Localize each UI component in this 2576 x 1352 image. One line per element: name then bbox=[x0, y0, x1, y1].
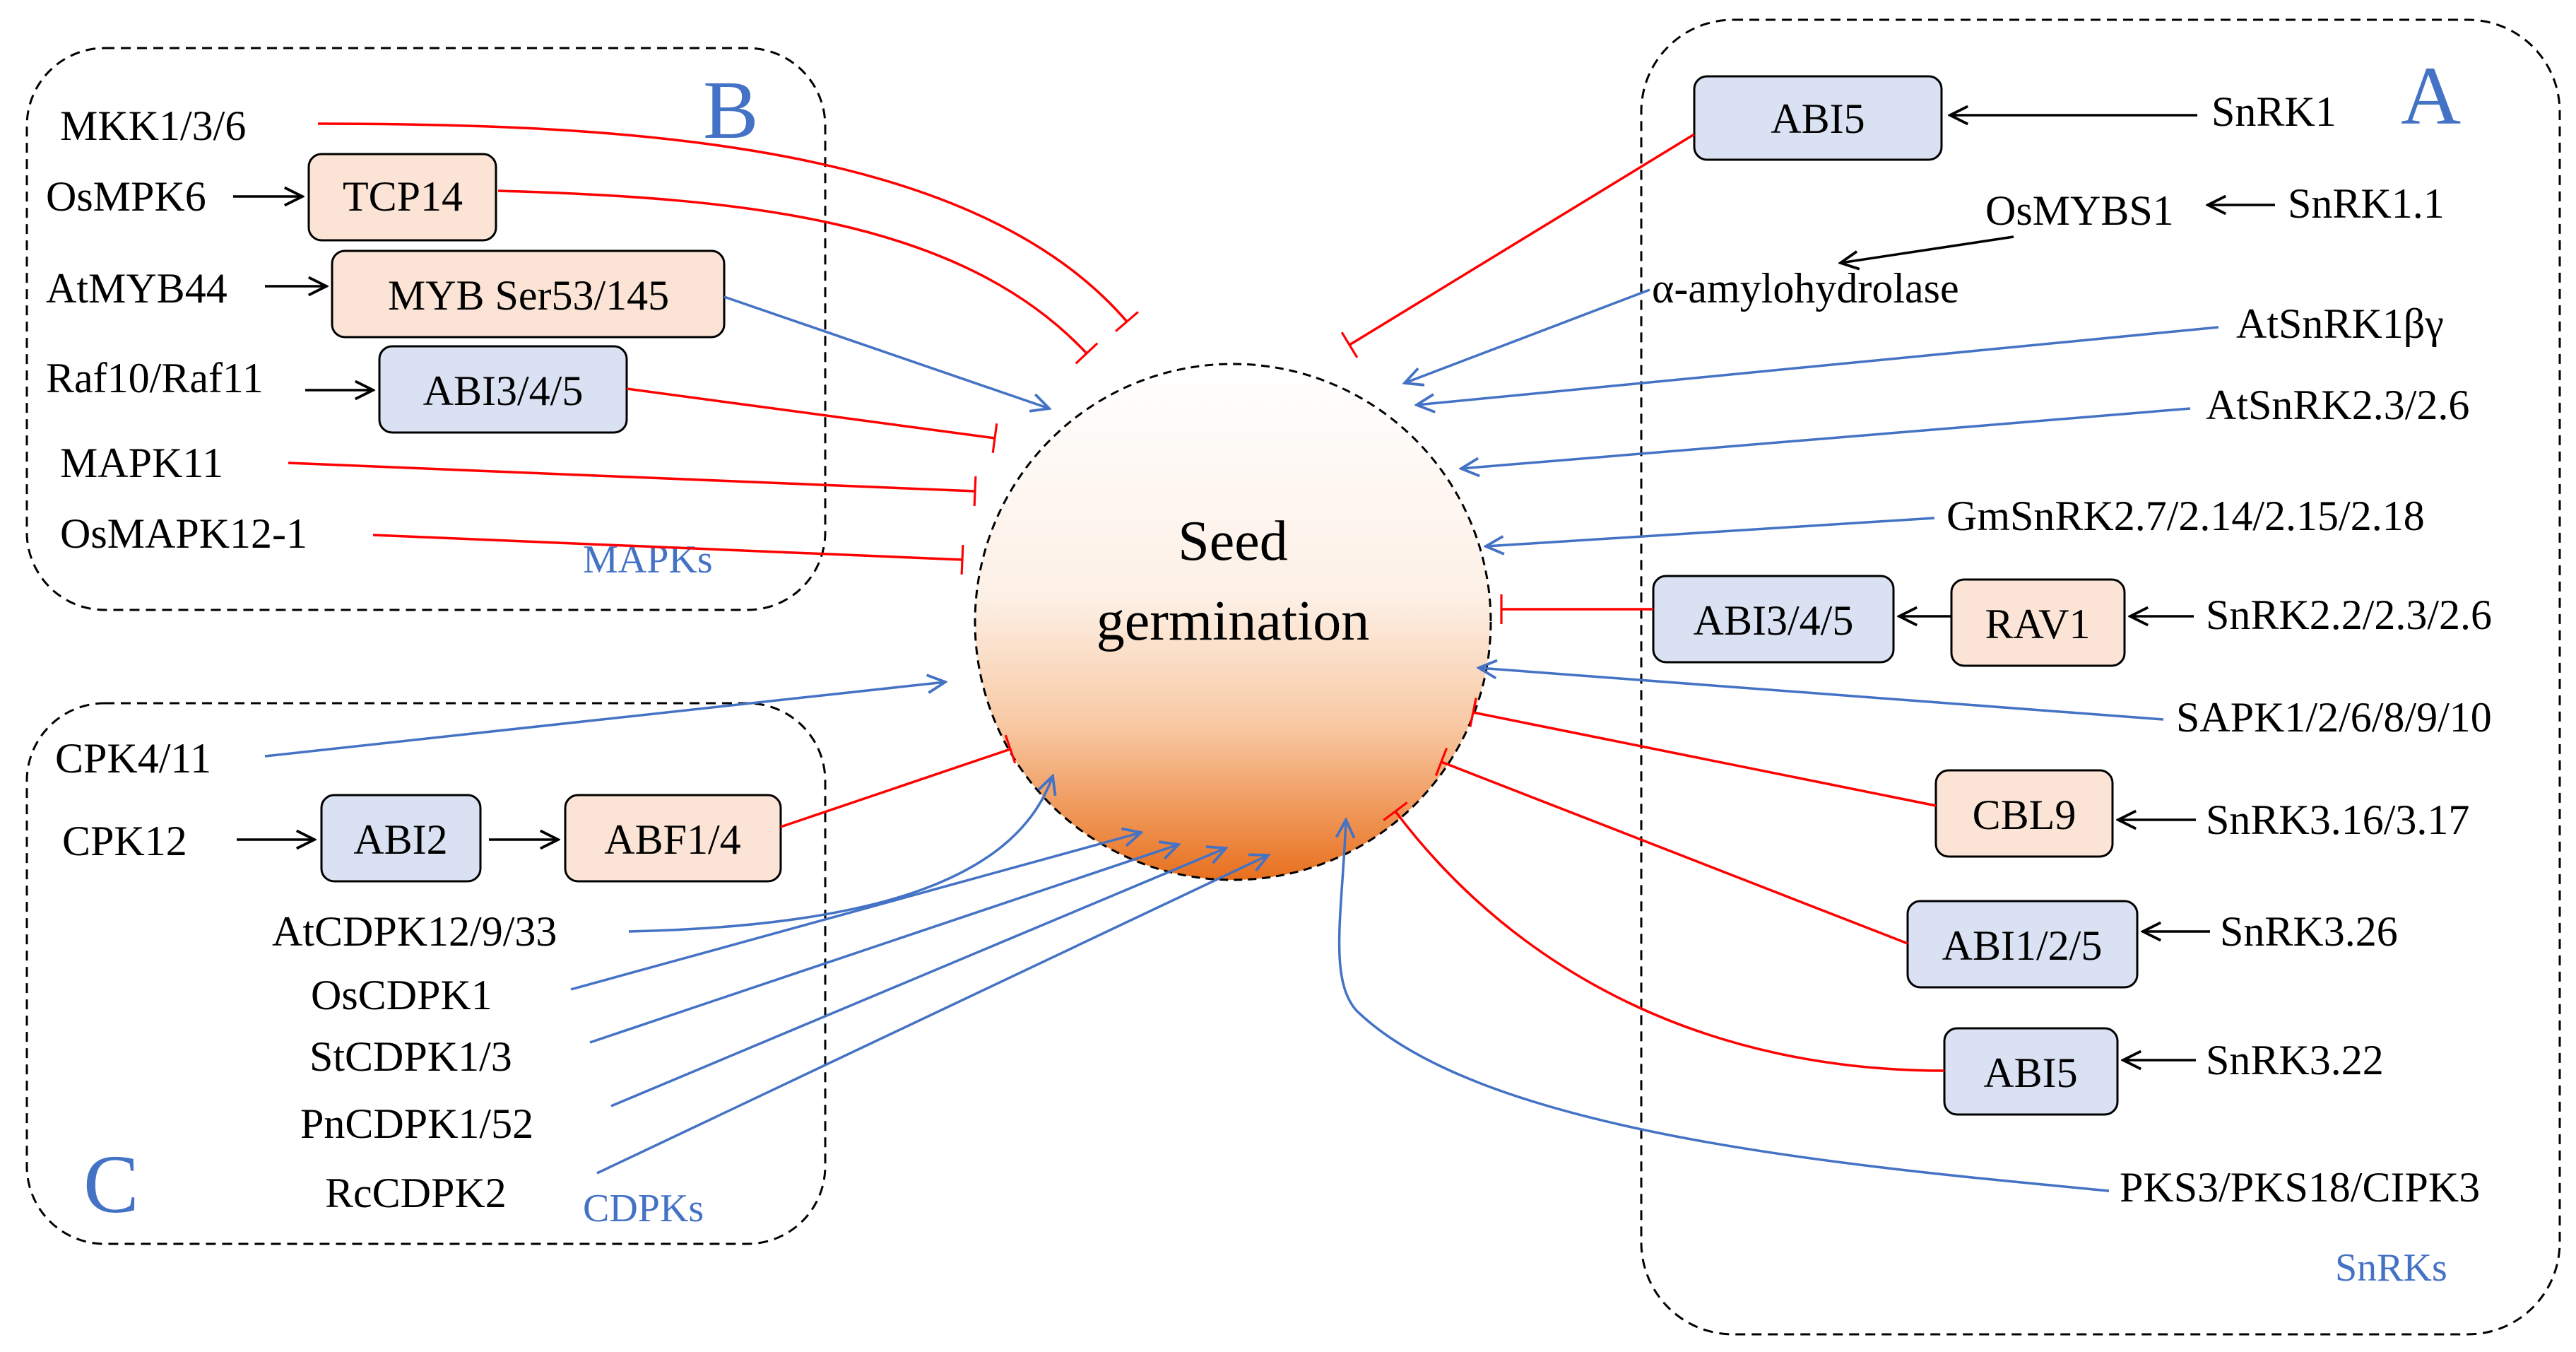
box-cbl9 bbox=[1934, 769, 2114, 858]
panel-a-name: SnRKs bbox=[2335, 1246, 2447, 1290]
seed-germination-node bbox=[974, 363, 1492, 881]
edge-tcp14-inhibit bbox=[497, 189, 1099, 365]
edge-mkk-inhibit bbox=[317, 122, 1139, 332]
panel-b-letter: B bbox=[703, 64, 759, 156]
box-rav1 bbox=[1950, 578, 2126, 667]
label-osmybs1: OsMYBS1 bbox=[1985, 187, 2174, 234]
edge-cpk4-promote bbox=[264, 682, 945, 758]
edge-rccdpk2-promote bbox=[596, 855, 1268, 1175]
label-sapk: SAPK1/2/6/8/9/10 bbox=[2176, 694, 2492, 741]
label-pks3: PKS3/PKS18/CIPK3 bbox=[2120, 1164, 2480, 1211]
edge-myb-promote bbox=[723, 295, 1049, 408]
edge-pks3-promote bbox=[1340, 820, 2110, 1192]
label-osmapk12: OsMAPK12-1 bbox=[60, 510, 307, 557]
label-raf10: Raf10/Raf11 bbox=[46, 355, 264, 401]
edge-mapk11-inhibit bbox=[288, 462, 977, 507]
center-label-line1: Seed bbox=[1178, 510, 1288, 572]
edge-abf14-inhibit bbox=[780, 734, 1017, 828]
panel-c-letter: C bbox=[83, 1138, 139, 1230]
box-tcp14 bbox=[307, 153, 497, 242]
edge-osmapk12-inhibit bbox=[372, 534, 964, 575]
label-osmpk6: OsMPK6 bbox=[46, 173, 206, 220]
edge-amylohydrolase-promote bbox=[1405, 288, 1650, 383]
label-snrk326: SnRK3.26 bbox=[2220, 908, 2398, 955]
box-abi125-label: ABI1/2/5 bbox=[1942, 922, 2103, 969]
edge-gmsnrk2-promote bbox=[1486, 517, 1935, 546]
edge-abi5-top-inhibit bbox=[1340, 133, 1695, 358]
box-abi125 bbox=[1906, 900, 2139, 989]
panel-b-frame bbox=[25, 47, 827, 611]
label-snrk22: SnRK2.2/2.3/2.6 bbox=[2206, 592, 2492, 638]
box-tcp14-label: TCP14 bbox=[343, 173, 463, 220]
label-mapk11: MAPK11 bbox=[60, 440, 223, 486]
label-snrk1-1: SnRK1.1 bbox=[2288, 180, 2445, 227]
edge-abi5-bottom-inhibit bbox=[1383, 801, 1945, 1072]
box-abi5-top-label: ABI5 bbox=[1771, 95, 1865, 142]
label-rccdpk2: RcCDPK2 bbox=[325, 1170, 507, 1216]
edge-abi125-inhibit bbox=[1434, 747, 1908, 945]
box-abi345-right bbox=[1652, 575, 1895, 664]
panel-a-frame bbox=[1640, 18, 2561, 1336]
label-pncdpk1: PnCDPK1/52 bbox=[300, 1100, 533, 1147]
panel-c-name: CDPKs bbox=[583, 1187, 704, 1230]
panel-a-letter: A bbox=[2401, 49, 2461, 142]
panel-c-frame bbox=[25, 702, 827, 1245]
edge-atsnrk1bg-promote bbox=[1417, 326, 2219, 405]
box-abi5-bottom-label: ABI5 bbox=[1983, 1050, 2077, 1096]
label-snrk1: SnRK1 bbox=[2211, 88, 2336, 135]
edge-oscdpk1-promote bbox=[570, 833, 1141, 991]
box-rav1-label: RAV1 bbox=[1985, 601, 2091, 647]
box-abi2 bbox=[320, 794, 482, 883]
label-atmyb44: AtMYB44 bbox=[46, 265, 228, 312]
box-myb-label: MYB Ser53/145 bbox=[388, 272, 669, 319]
label-cpk12: CPK12 bbox=[62, 818, 187, 864]
box-abi5-top bbox=[1693, 75, 1943, 161]
label-amylohydrolase: α-amylohydrolase bbox=[1652, 265, 1959, 312]
edge-atcdpk12-promote bbox=[628, 776, 1053, 933]
box-abi2-label: ABI2 bbox=[353, 816, 447, 863]
box-myb bbox=[331, 249, 726, 339]
label-cpk4: CPK4/11 bbox=[55, 735, 211, 782]
edge-pncdpk1-promote bbox=[610, 848, 1226, 1107]
edge-osmybs1-amylohydrolase bbox=[1841, 235, 2014, 263]
box-cbl9-label: CBL9 bbox=[1973, 792, 2076, 838]
center-label-line2: germination bbox=[1097, 590, 1370, 652]
label-snrk322: SnRK3.22 bbox=[2206, 1037, 2384, 1083]
label-atsnrk2: AtSnRK2.3/2.6 bbox=[2206, 382, 2469, 428]
label-oscdpk1: OsCDPK1 bbox=[311, 972, 492, 1018]
label-atcdpk12: AtCDPK12/9/33 bbox=[272, 908, 557, 955]
edge-sapk-promote bbox=[1479, 668, 2164, 721]
label-gmsnrk2: GmSnRK2.7/2.14/2.15/2.18 bbox=[1946, 493, 2425, 539]
box-abf14 bbox=[564, 794, 782, 883]
edge-stcdpk1-promote bbox=[589, 845, 1178, 1044]
box-abf14-label: ABF1/4 bbox=[604, 816, 740, 863]
edge-atsnrk2-promote bbox=[1461, 407, 2191, 469]
label-atsnrk1bg: AtSnRK1βγ bbox=[2236, 300, 2444, 347]
label-mkk: MKK1/3/6 bbox=[60, 102, 246, 149]
edge-abi345-left-inhibit bbox=[626, 387, 998, 454]
edge-cbl9-inhibit bbox=[1469, 698, 1937, 807]
box-abi345-right-label: ABI3/4/5 bbox=[1694, 597, 1854, 644]
box-abi345-left-label: ABI3/4/5 bbox=[423, 368, 584, 414]
label-stcdpk1: StCDPK1/3 bbox=[309, 1033, 512, 1080]
label-snrk316: SnRK3.16/3.17 bbox=[2206, 796, 2469, 843]
